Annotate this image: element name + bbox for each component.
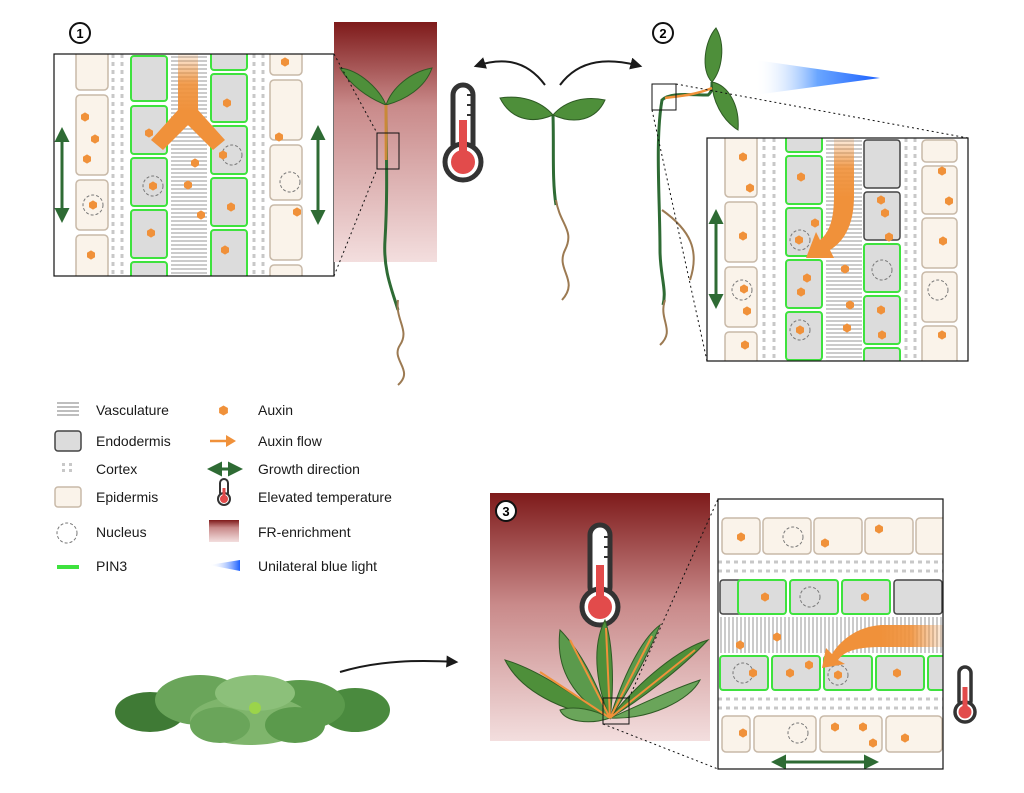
panel-2: 2: [651, 22, 969, 362]
vasculature-icon: [57, 402, 79, 416]
endodermis-icon: [54, 430, 82, 452]
legend-label-blue-light: Unilateral blue light: [258, 558, 377, 574]
panel-2-number: 2: [652, 22, 674, 44]
endodermis-column-left: [130, 55, 168, 276]
legend-label-nucleus: Nucleus: [96, 524, 147, 540]
thermometer-icon-panel-3-small: [953, 665, 977, 724]
endodermis-column-left-2: [785, 138, 823, 361]
thermometer-icon-panel-3: [579, 522, 621, 628]
legend-label-cortex: Cortex: [96, 461, 137, 477]
svg-text:2: 2: [659, 26, 666, 41]
svg-text:1: 1: [76, 26, 83, 41]
blue-light-beam: [755, 60, 880, 95]
legend-label-auxin-flow: Auxin flow: [258, 433, 323, 449]
epidermis-row-top: [721, 517, 943, 555]
legend: Vasculature Endodermis Cortex Epidermis …: [54, 402, 392, 574]
svg-text:3: 3: [502, 504, 509, 519]
auxin-flow-arrow-panel-2: [806, 138, 854, 258]
panel-1: 1: [53, 22, 484, 386]
seedling-fr: [339, 67, 433, 386]
panel-2-tissue-zoom: [707, 138, 968, 361]
auxin-flow-icon: [210, 435, 236, 447]
nucleus-icon: [56, 522, 78, 544]
blue-light-icon: [209, 560, 240, 571]
endodermis-column-right: [210, 54, 248, 276]
seedling-bending: [651, 27, 739, 346]
center-seedling: [473, 57, 643, 301]
legend-label-pin3: PIN3: [96, 558, 127, 574]
epidermis-row-bottom: [721, 715, 943, 753]
legend-label-epidermis: Epidermis: [96, 489, 158, 505]
epidermis-column-left-2: [724, 138, 758, 361]
panel-1-tissue-zoom: [54, 54, 334, 276]
epidermis-column-right: [269, 54, 303, 276]
legend-label-endodermis: Endodermis: [96, 433, 171, 449]
panel-3: 3: [115, 493, 977, 770]
auxin-icon: [219, 405, 228, 416]
legend-label-growth-direction: Growth direction: [258, 461, 360, 477]
rosette-plant: [115, 675, 390, 745]
endodermis-row-top: [719, 579, 943, 615]
epidermis-icon: [54, 486, 82, 508]
legend-label-vasculature: Vasculature: [96, 402, 169, 418]
legend-label-fr-enrichment: FR-enrichment: [258, 524, 351, 540]
endodermis-column-right-2: [863, 139, 901, 361]
panel-3-tissue-zoom: [718, 499, 943, 769]
panel-3-number: 3: [495, 500, 517, 522]
legend-label-auxin: Auxin: [258, 402, 293, 418]
endodermis-row-bottom: [719, 655, 943, 691]
auxin-flow-arrow-panel-3: [822, 625, 943, 668]
thermometer-icon-legend: [217, 478, 231, 506]
fr-enrichment-icon: [209, 520, 239, 542]
pin3-icon: [57, 565, 79, 569]
elongated-rosette: [504, 618, 710, 725]
legend-label-elevated-temperature: Elevated temperature: [258, 489, 392, 505]
cortex-icon: [62, 463, 72, 472]
epidermis-column-left: [75, 54, 109, 276]
thermometer-icon-panel-1: [442, 82, 484, 183]
panel-1-number: 1: [69, 22, 91, 44]
auxin-flow-arrow-panel-1: [151, 54, 225, 150]
